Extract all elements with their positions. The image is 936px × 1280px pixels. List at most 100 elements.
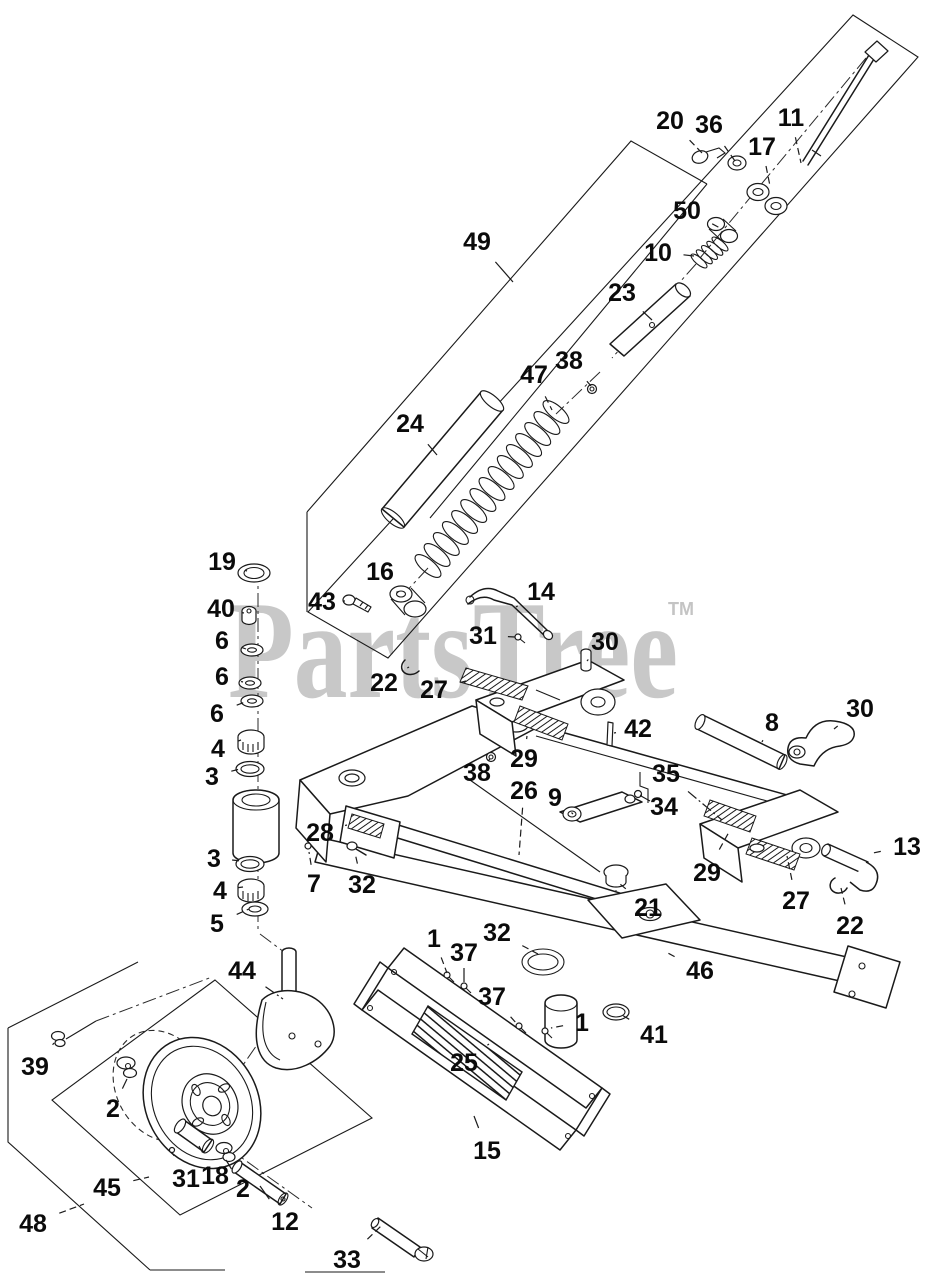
leader-line: [794, 137, 802, 164]
part-label-2: 2: [106, 1095, 120, 1123]
part-43-bolt: [342, 594, 372, 613]
part-label-15: 15: [473, 1137, 501, 1165]
part-label-29: 29: [510, 745, 538, 773]
leader-line: [427, 443, 438, 456]
part-label-3: 3: [205, 763, 219, 791]
part-34-bolt: [633, 772, 651, 803]
watermark-tm: TM: [668, 599, 694, 619]
part-label-38: 38: [463, 759, 491, 787]
part-label-33: 33: [333, 1246, 361, 1274]
callout-38: 38: [463, 758, 491, 787]
part-label-49: 49: [463, 228, 491, 256]
leader-line: [237, 739, 242, 742]
callout-24: 24: [396, 410, 438, 456]
leader-line: [765, 165, 771, 187]
callout-6: 6: [215, 627, 247, 655]
part-11-rod: [802, 40, 889, 166]
part-label-30: 30: [846, 695, 874, 723]
callout-22: 22: [370, 666, 410, 697]
leader-line: [687, 790, 723, 821]
leader-line: [488, 758, 491, 761]
part-label-36: 36: [695, 111, 723, 139]
part-label-38: 38: [555, 347, 583, 375]
callout-19: 19: [208, 548, 248, 576]
leader-line: [225, 1159, 233, 1170]
callout-4: 4: [213, 877, 244, 905]
part-label-4: 4: [213, 877, 227, 905]
part-label-20: 20: [656, 107, 684, 135]
leader-line: [238, 886, 244, 889]
leader-line: [344, 824, 348, 827]
detail-panel-48: [7, 961, 385, 1273]
part-label-1: 1: [575, 1009, 589, 1037]
step-end-right: [575, 1087, 611, 1137]
part-39-nut: [50, 1020, 97, 1048]
part-label-16: 16: [366, 558, 394, 586]
leader-line: [244, 569, 248, 572]
callout-3: 3: [205, 763, 241, 791]
leader-line: [440, 957, 448, 974]
callout-1: 1: [550, 1009, 589, 1037]
callout-12: 12: [259, 1185, 299, 1236]
part-label-45: 45: [93, 1174, 121, 1202]
leader-line: [544, 396, 553, 411]
part-9-link: [559, 791, 643, 823]
part-17-bushings: [746, 182, 788, 216]
part-50-bushing: [706, 216, 739, 244]
callout-37: 37: [478, 983, 518, 1025]
part-41-oring: [602, 1003, 630, 1021]
part-29-latch-center: [459, 648, 625, 757]
callout-22: 22: [836, 887, 864, 940]
part-label-19: 19: [208, 548, 236, 576]
part-44-caster-fork: [255, 947, 335, 1071]
callout-31: 31: [172, 1153, 200, 1193]
watermark: PartsTree TM: [228, 573, 694, 728]
callout-49: 49: [463, 228, 514, 283]
callout-43: 43: [308, 588, 345, 616]
leader-line: [59, 1203, 85, 1214]
callout-33: 33: [333, 1225, 382, 1274]
part-label-4: 4: [211, 735, 225, 763]
callout-6: 6: [210, 700, 246, 728]
part-label-17: 17: [748, 133, 776, 161]
leader-line: [366, 1225, 382, 1240]
lower-sleeve: [544, 994, 578, 1049]
callout-13: 13: [872, 833, 921, 861]
part-24-damper-tube: [380, 390, 505, 529]
callout-14: 14: [515, 578, 555, 608]
callout-15: 15: [473, 1115, 501, 1165]
pivot-sleeve: [232, 789, 280, 864]
callout-16: 16: [366, 558, 399, 594]
part-35-bracket: [639, 772, 649, 803]
leader-line: [665, 951, 675, 958]
leader-line: [198, 1145, 204, 1153]
callout-26: 26: [510, 777, 538, 856]
part-label-28: 28: [306, 819, 334, 847]
callout-32: 32: [348, 852, 376, 899]
leader-line: [236, 701, 246, 706]
leader-line: [494, 261, 514, 283]
part-label-40: 40: [207, 595, 235, 623]
part-label-6: 6: [210, 700, 224, 728]
callout-47: 47: [520, 361, 553, 411]
part-12-axle: [231, 1160, 289, 1206]
callout-48: 48: [19, 1203, 85, 1238]
callout-30: 30: [586, 628, 619, 662]
part-label-6: 6: [215, 627, 229, 655]
part-32-bolt: [346, 841, 358, 851]
leader-line: [259, 1185, 270, 1200]
callout-44: 44: [228, 957, 284, 1000]
part-2-bushing-left: [116, 1056, 138, 1079]
part-label-9: 9: [548, 784, 562, 812]
frame-upper-rail: [539, 725, 813, 803]
part-label-41: 41: [640, 1021, 668, 1049]
part-label-6: 6: [215, 663, 229, 691]
callout-38: 38: [555, 347, 592, 387]
part-label-24: 24: [396, 410, 424, 438]
detail-panel-49: [307, 14, 919, 659]
callout-29: 29: [693, 831, 730, 887]
callout-10: 10: [644, 239, 695, 267]
part-label-18: 18: [201, 1162, 229, 1190]
